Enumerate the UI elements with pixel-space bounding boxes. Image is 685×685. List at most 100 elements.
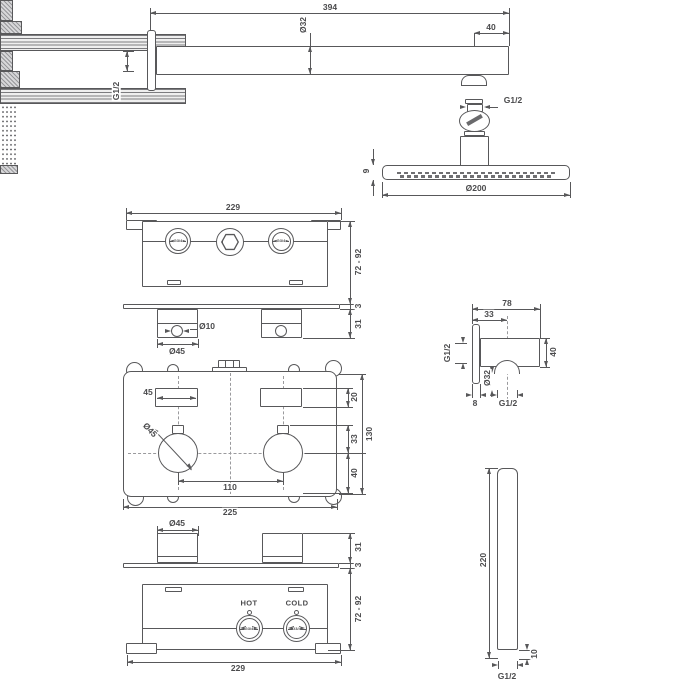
extension-line: [339, 563, 355, 564]
arrowhead: [276, 478, 283, 483]
arrowhead: [345, 486, 350, 493]
arrowhead: [126, 210, 132, 215]
connector-collar: [465, 99, 483, 104]
arrowhead: [460, 363, 465, 369]
dim-spigot-diameter: Ø45: [167, 345, 187, 356]
dim-head-diameter: Ø200: [464, 182, 488, 193]
arrowhead: [347, 309, 352, 315]
dim-slot-width: 45: [142, 386, 154, 397]
extension-line: [339, 374, 366, 375]
center-line: [142, 628, 328, 629]
dim-line: [546, 338, 547, 367]
arrowhead: [502, 30, 509, 35]
arrowhead: [345, 453, 350, 459]
slot: [167, 280, 181, 285]
arrowhead: [347, 331, 352, 338]
extension-line: [340, 304, 355, 305]
extension-line: [509, 8, 510, 46]
drawing-valve-side-view-bottom: Ø45 HOT COLD G3/4 G3/4: [0, 88, 685, 673]
arrowhead: [191, 527, 198, 532]
extension-line: [570, 182, 571, 198]
spigot-left: [157, 533, 198, 563]
cold-label: COLD: [284, 598, 310, 608]
tick: [455, 343, 467, 344]
arrowhead: [489, 366, 494, 373]
slot: [289, 280, 303, 285]
arrowhead: [524, 643, 529, 650]
leader-line: [190, 329, 198, 330]
arrowhead: [127, 659, 133, 664]
arrowhead: [287, 626, 294, 630]
extension-line: [283, 472, 284, 485]
dim-hand-shower-thread: G1/2: [496, 670, 518, 681]
dim-outlet-height: 40: [547, 346, 558, 358]
wall-plate: [123, 563, 339, 568]
extension-line: [480, 384, 481, 398]
arrowhead: [490, 392, 497, 397]
dim-cold-port-thread: G3/4: [292, 625, 301, 631]
mounting-tab: [315, 643, 341, 654]
arrowhead: [307, 46, 312, 52]
arrowhead: [465, 392, 472, 397]
extension-line: [498, 661, 499, 669]
inlet-thread: [0, 51, 13, 71]
connector-collar: [464, 131, 485, 136]
spigot-hole: [275, 325, 287, 337]
hand-shower-thread: [0, 165, 18, 174]
dim-flange-to-center: 33: [483, 308, 495, 319]
arrowhead: [345, 388, 350, 394]
arrowhead: [179, 238, 186, 243]
dim-flange-thickness: 8: [471, 397, 479, 408]
dim-spigot-length: 31: [352, 541, 363, 553]
dim-head-edge: 9: [360, 167, 371, 175]
arrowhead: [472, 306, 478, 311]
dim-line: [350, 221, 351, 338]
arrowhead: [157, 527, 163, 532]
knob-right: [263, 433, 303, 473]
hot-dot: [246, 610, 252, 615]
slot-right: [260, 388, 302, 407]
dim-front-width: 225: [221, 506, 239, 517]
dim-line: [157, 398, 196, 399]
extension-line: [303, 388, 353, 389]
arrowhead: [299, 626, 305, 630]
arrowhead: [347, 533, 352, 539]
dim-line: [123, 507, 337, 508]
arrowhead: [459, 104, 466, 109]
dim-outlet-diameter: Ø32: [481, 368, 492, 388]
dim-line: [489, 468, 490, 658]
drawing-valve-side-view-top: 229 G3/4 G3/4 Ø10: [0, 34, 685, 356]
extension-line: [303, 533, 355, 534]
dim-spigot-length: 31: [352, 318, 363, 330]
pin-hole: [171, 325, 183, 337]
arrowhead: [543, 338, 548, 344]
arrowhead: [563, 192, 570, 197]
arrowhead: [124, 51, 129, 57]
dim-line: [472, 309, 540, 310]
dim-line: [474, 33, 509, 34]
extension-line: [303, 407, 353, 408]
dim-right-port-thread: G3/4: [276, 238, 286, 243]
arrowhead: [460, 336, 465, 343]
dim-left-port-thread: G3/4: [173, 238, 183, 243]
arrowhead: [517, 392, 523, 397]
extension-line: [485, 658, 498, 659]
arrowhead: [124, 65, 129, 71]
dim-outlet-depth: 78: [501, 297, 513, 308]
mounting-tab: [126, 643, 157, 654]
extension-line: [540, 367, 550, 368]
spigot-right: [262, 533, 303, 563]
arrowhead: [330, 504, 337, 509]
top-plug-facet: [233, 360, 234, 368]
arrowhead: [370, 158, 375, 165]
shower-arm-tube: [156, 46, 509, 75]
dim-line: [150, 13, 509, 14]
slot-left: [155, 388, 198, 407]
dim-stem-to-center: 33: [348, 433, 359, 445]
dim-slot-height: 20: [348, 391, 359, 403]
extension-line: [303, 338, 355, 339]
dim-spigot-diameter: Ø45: [167, 517, 187, 528]
arrowhead: [191, 341, 198, 346]
nozzle-row: [397, 171, 555, 174]
